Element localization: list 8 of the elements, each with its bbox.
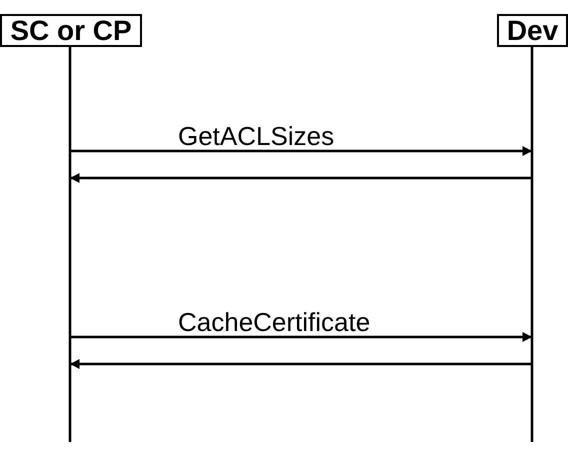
message-arrow [70, 359, 532, 369]
message-arrow [70, 146, 532, 156]
message-label: CacheCertificate [176, 310, 372, 334]
participant-label: Dev [506, 16, 558, 44]
message-label: GetACLSizes [176, 124, 336, 148]
message-arrow [70, 332, 532, 342]
message-arrow [70, 173, 532, 183]
participant-label: SC or CP [10, 16, 132, 44]
